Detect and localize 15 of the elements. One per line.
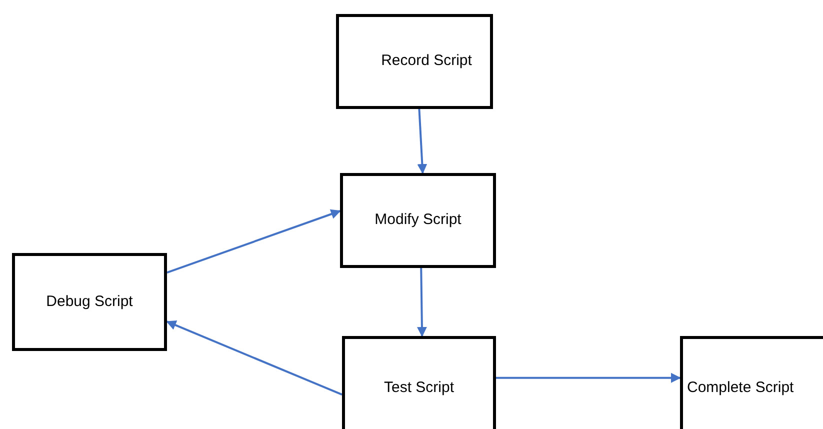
box-label: Record Script (381, 51, 472, 72)
arrow (166, 320, 342, 396)
process-box (12, 253, 167, 351)
arrow (416, 268, 427, 337)
process-box (680, 336, 823, 429)
process-box (336, 14, 493, 109)
box-label: Complete Script (687, 378, 794, 398)
box-label: Modify Script (374, 210, 462, 230)
arrow (417, 108, 428, 174)
arrow (166, 209, 341, 274)
box-label: Test Script (384, 378, 454, 398)
arrow (496, 372, 681, 383)
process-box (340, 173, 496, 268)
box-label: Debug Script (46, 292, 133, 312)
process-box (342, 336, 496, 429)
